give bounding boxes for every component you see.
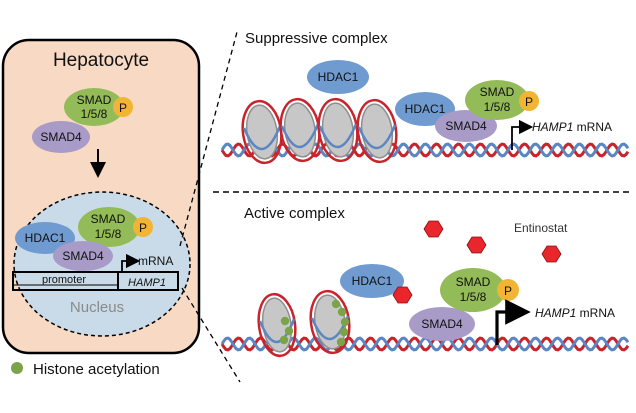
suppressive-mrna-label: mRNA: [573, 120, 612, 134]
zoom-line-top: [179, 31, 238, 247]
acetylation-mark: [340, 317, 350, 327]
dna-wrap: [357, 124, 397, 150]
suppressive-gene-label: HAMP1: [532, 120, 573, 134]
nucleus-mrna-label: mRNA: [138, 254, 173, 268]
active-panel: Active complex Entinostat HDAC1 SMAD4 SM…: [220, 205, 630, 358]
entinostat-molecule: [541, 245, 562, 263]
active-transcription-arrow: [495, 299, 531, 345]
active-nucleosomes: [257, 289, 351, 358]
suppressive-transcription-arrow: [511, 119, 534, 150]
cyto-smad158: [64, 88, 124, 126]
nucleus-smad4: [53, 241, 113, 271]
suppressive-smad-sub: 1/5/8: [484, 100, 511, 114]
hepatocyte-title: Hepatocyte: [53, 50, 149, 71]
dna-wrap: [257, 292, 297, 358]
nucleus-smad4-label: SMAD4: [62, 249, 104, 263]
active-title: Active complex: [244, 205, 345, 222]
nucleus-smad158: [78, 207, 140, 247]
nucleus-smad-label: SMAD: [91, 212, 126, 226]
active-phospho-label: P: [504, 284, 512, 298]
dna-wrap: [258, 318, 296, 344]
acetylation-mark: [336, 337, 346, 347]
active-phospho: [497, 279, 519, 301]
suppressive-smad158: [465, 80, 529, 120]
active-hdac1-label: HDAC1: [352, 274, 393, 288]
active-smad4: [409, 307, 475, 341]
acetylation-legend-label: Histone acetylation: [33, 361, 160, 378]
suppressive-title: Suppressive complex: [245, 30, 388, 47]
nucleus-hdac1-label: HDAC1: [25, 231, 66, 245]
active-mrna-label: mRNA: [576, 306, 615, 320]
suppressive-smad4: [435, 110, 497, 142]
suppressive-smad4-label: SMAD4: [445, 119, 487, 133]
cyto-smad4-label: SMAD4: [40, 130, 82, 144]
acetylation-mark: [331, 299, 341, 309]
acetylation-mark: [337, 307, 347, 317]
acetylation-mark: [339, 327, 349, 337]
active-smad-sub: 1/5/8: [460, 290, 487, 304]
acetylation-mark: [279, 335, 289, 345]
dna-wrap: [280, 123, 320, 149]
dna-wrap: [318, 123, 358, 149]
suppressive-smad-label: SMAD: [480, 85, 515, 99]
suppressive-phospho-label: P: [525, 95, 533, 109]
entinostat-bound-hdac1: [392, 286, 413, 304]
cyto-smad4: [32, 121, 90, 153]
suppressive-hamp1-mrna: HAMP1 mRNA: [532, 120, 612, 134]
active-smad4-label: SMAD4: [421, 317, 463, 331]
dna-wrap: [309, 289, 351, 355]
gene-box: [12, 271, 179, 291]
hepatocyte-panel: Hepatocyte SMAD 1/5/8 P SMAD4 SMAD 1/5/8…: [1, 38, 201, 355]
entinostat-label: Entinostat: [514, 221, 568, 235]
nucleus-transcription-arrow: [121, 253, 141, 272]
cyto-smad-label: SMAD: [77, 93, 112, 107]
cyto-smad-sub: 1/5/8: [81, 107, 108, 121]
acetylation-legend-icon: [11, 362, 23, 374]
nucleus-hdac1: [15, 222, 75, 254]
entinostat-molecule: [423, 220, 444, 238]
nucleus-label: Nucleus: [70, 299, 124, 316]
suppressive-phospho: [519, 91, 539, 111]
suppressive-hdac1-free: [307, 60, 369, 94]
nucleus-smad-sub: 1/5/8: [95, 227, 122, 241]
promoter-label: promoter: [42, 274, 86, 286]
zoom-line-bottom: [181, 287, 241, 383]
nucleus-phospho: [133, 217, 153, 237]
suppressive-hdac1-free-label: HDAC1: [318, 70, 359, 84]
suppressive-hdac1-bound-label: HDAC1: [405, 102, 446, 116]
dna-wrap: [356, 98, 398, 164]
acetylation-mark: [280, 316, 290, 326]
suppressive-dna: [220, 142, 630, 158]
legend: Histone acetylation: [11, 361, 160, 378]
suppressive-nucleosomes: [241, 97, 398, 165]
dna-wrap: [242, 125, 282, 151]
acetylation-mark: [284, 326, 294, 336]
nucleus-gene-label: HAMP1: [128, 277, 166, 289]
active-hamp1-mrna: HAMP1 mRNA: [535, 306, 615, 320]
active-smad-label: SMAD: [456, 275, 491, 289]
dna-strand: [220, 336, 630, 352]
suppressive-panel: Suppressive complex HDAC1 HDAC1 SMAD4 SM…: [220, 30, 630, 165]
active-hdac1: [340, 264, 404, 298]
entinostat-molecule: [466, 236, 487, 254]
nucleus-phospho-label: P: [139, 221, 147, 235]
active-gene-label: HAMP1: [535, 306, 576, 320]
cyto-phospho-label: P: [119, 101, 127, 115]
cyto-phospho: [113, 97, 133, 117]
active-smad158: [440, 268, 506, 312]
